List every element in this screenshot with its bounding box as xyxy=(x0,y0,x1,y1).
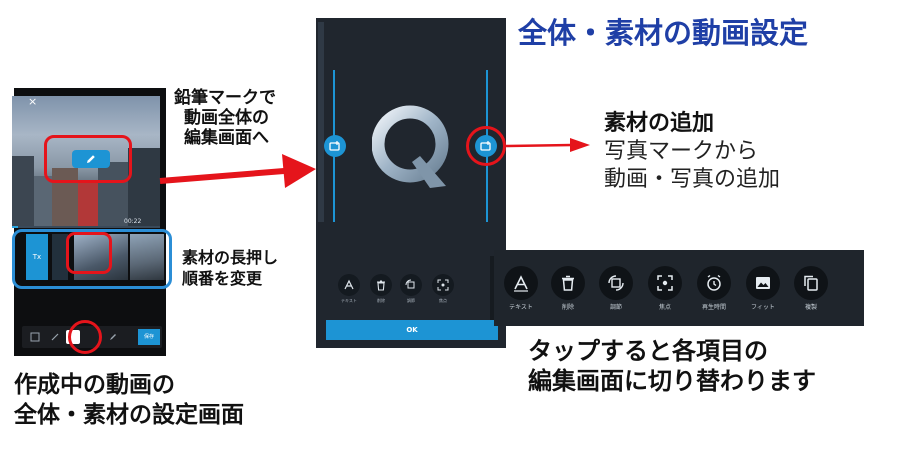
text-icon xyxy=(344,279,354,290)
arrow-to-add-note xyxy=(505,138,590,152)
edit-icon[interactable] xyxy=(30,332,40,342)
tool-delete[interactable] xyxy=(551,266,585,300)
trash-icon xyxy=(377,280,385,291)
rotate-icon xyxy=(405,279,415,289)
tool-text[interactable] xyxy=(338,274,360,296)
tool-duration[interactable] xyxy=(697,266,731,300)
note-pencil: 鉛筆マークで 動画全体の 編集画面へ xyxy=(174,88,276,148)
save-button[interactable]: 保存 xyxy=(138,329,160,345)
clock-icon xyxy=(707,274,721,291)
note-line: 素材の長押し xyxy=(182,248,279,267)
pencil-highlight xyxy=(44,135,132,183)
tool-duplicate[interactable] xyxy=(794,266,828,300)
note-line: 作成中の動画の xyxy=(14,372,175,398)
trash-icon xyxy=(562,275,574,291)
link-icon[interactable] xyxy=(50,332,60,342)
tool-text[interactable] xyxy=(504,266,538,300)
text-icon xyxy=(514,275,528,292)
focus-icon xyxy=(437,279,449,291)
tool-duration-label: 再生時間 xyxy=(701,304,726,311)
note-line: タップすると各項目の xyxy=(528,337,768,365)
tool-duplicate-label: 複製 xyxy=(804,304,817,311)
focus-icon xyxy=(657,275,673,291)
note-line: 全体・素材の設定画面 xyxy=(14,402,244,428)
tool-adjust[interactable] xyxy=(400,274,422,296)
ok-button[interactable]: OK xyxy=(326,320,498,340)
photo-add-icon xyxy=(329,141,340,151)
tool-adjust-label: 調節 xyxy=(609,304,622,311)
clip-item[interactable] xyxy=(130,234,164,280)
tool-adjust-label: 調節 xyxy=(407,298,415,303)
video-timestamp: 00:22 xyxy=(124,218,142,225)
note-add-body: 写真マークから 動画・写真の追加 xyxy=(604,138,780,194)
tool-fit-label: フィット xyxy=(751,304,775,311)
note-add-heading: 素材の追加 xyxy=(604,111,715,136)
arrow-to-editor xyxy=(159,154,316,188)
clip-text[interactable]: Tx xyxy=(26,234,48,280)
note-line: 順番を変更 xyxy=(182,269,263,288)
tool-focus[interactable] xyxy=(432,274,454,296)
add-media-highlight xyxy=(466,126,506,166)
tool-delete-label: 削除 xyxy=(561,304,574,311)
clip-highlight xyxy=(66,232,112,274)
note-line: 写真マークから xyxy=(604,139,759,164)
note-tap: タップすると各項目の 編集画面に切り替わります xyxy=(528,336,816,396)
pencil-icon[interactable] xyxy=(108,332,118,342)
pencil-icon xyxy=(87,155,95,163)
image-icon xyxy=(756,277,770,289)
clip-strip-highlight xyxy=(12,229,172,289)
scroll-indicator xyxy=(318,22,324,222)
tool-focus-label: 焦点 xyxy=(439,298,447,303)
note-longpress: 素材の長押し 順番を変更 xyxy=(182,247,278,289)
note-current-screen: 作成中の動画の 全体・素材の設定画面 xyxy=(14,370,244,430)
note-line: 編集画面に切り替わります xyxy=(528,367,816,395)
close-icon[interactable]: × xyxy=(28,95,38,108)
app-logo xyxy=(372,105,449,188)
tool-delete-label: 削除 xyxy=(377,298,385,303)
tool-adjust[interactable] xyxy=(599,266,633,300)
bottom-tab-highlight xyxy=(68,320,102,354)
tool-focus-label: 焦点 xyxy=(658,304,671,311)
progress-track[interactable] xyxy=(12,226,160,228)
copy-icon xyxy=(804,275,818,291)
tool-delete[interactable] xyxy=(370,274,392,296)
page-title: 全体・素材の動画設定 xyxy=(518,16,809,50)
tool-focus[interactable] xyxy=(648,266,682,300)
tool-fit[interactable] xyxy=(746,266,780,300)
rotate-icon xyxy=(608,275,624,291)
clip-item[interactable] xyxy=(52,234,68,280)
edit-whole-video-button[interactable] xyxy=(72,150,110,168)
note-line: 動画・写真の追加 xyxy=(604,167,781,192)
add-media-button-left[interactable] xyxy=(324,135,346,157)
tool-text-label: テキスト xyxy=(341,298,357,303)
progress-fill xyxy=(12,226,18,228)
note-line: 動画全体の xyxy=(184,108,269,128)
note-line: 鉛筆マークで xyxy=(174,88,276,108)
tool-text-label: テキスト xyxy=(509,304,533,311)
note-line: 編集画面へ xyxy=(184,128,269,148)
